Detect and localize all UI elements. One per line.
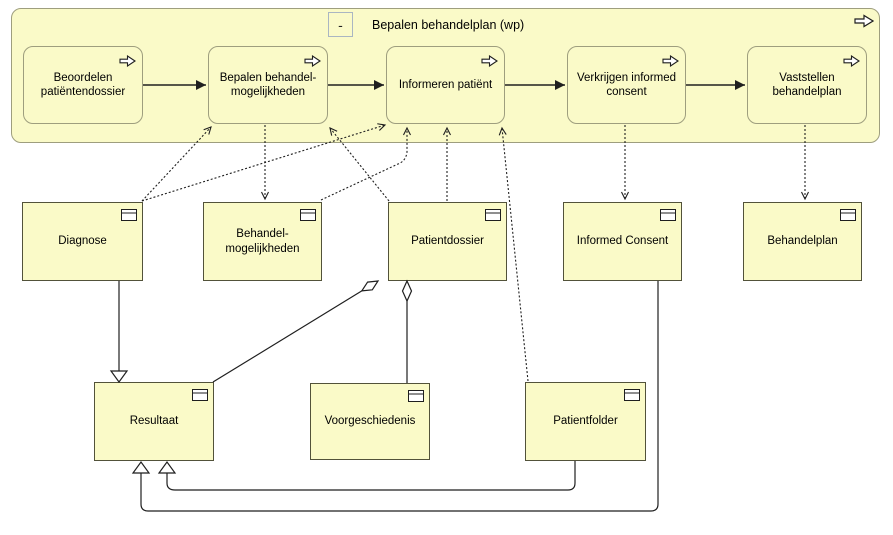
process-arrow-icon xyxy=(843,54,860,71)
object-voorgeschiedenis[interactable]: Voorgeschiedenis xyxy=(310,383,430,460)
process-arrow-icon xyxy=(119,54,136,71)
object-diagnose[interactable]: Diagnose xyxy=(22,202,143,281)
business-object-icon xyxy=(121,209,137,225)
object-label: Informed Consent xyxy=(576,235,669,248)
process-informeren-patient[interactable]: Informeren patiënt xyxy=(386,46,505,124)
business-object-icon xyxy=(192,389,208,405)
process-bepalen-behandelmogelijkheden[interactable]: Bepalen behandel-mogelijkheden xyxy=(208,46,328,124)
process-arrow-icon xyxy=(481,54,498,71)
process-arrow-icon xyxy=(854,14,875,33)
business-object-icon xyxy=(624,389,640,405)
object-label: Resultaat xyxy=(129,415,179,428)
process-label: Vaststellen behandelplan xyxy=(772,71,842,98)
object-label: Diagnose xyxy=(58,235,107,248)
object-patientdossier[interactable]: Patientdossier xyxy=(388,202,507,281)
object-label: Patientdossier xyxy=(411,235,484,248)
business-object-icon xyxy=(485,209,501,225)
object-label: Patientfolder xyxy=(553,415,618,428)
object-label: Behandelplan xyxy=(767,235,838,248)
process-label: Informeren patiënt xyxy=(398,78,493,91)
object-patientfolder[interactable]: Patientfolder xyxy=(525,382,646,461)
object-label: Voorgeschiedenis xyxy=(324,415,416,428)
business-object-icon xyxy=(300,209,316,225)
process-vaststellen-behandelplan[interactable]: Vaststellen behandelplan xyxy=(747,46,867,124)
process-beoordelen-patientendossier[interactable]: Beoordelen patiëntendossier xyxy=(23,46,143,124)
business-object-icon xyxy=(840,209,856,225)
process-label: Beoordelen patiëntendossier xyxy=(40,71,126,98)
group-title: Bepalen behandelplan (wp) xyxy=(372,18,525,32)
process-verkrijgen-informed-consent[interactable]: Verkrijgen informed consent xyxy=(567,46,686,124)
object-behandelmogelijkheden[interactable]: Behandel-mogelijkheden xyxy=(203,202,322,281)
object-behandelplan[interactable]: Behandelplan xyxy=(743,202,862,281)
object-resultaat[interactable]: Resultaat xyxy=(94,382,214,461)
object-informed-consent[interactable]: Informed Consent xyxy=(563,202,682,281)
process-label: Bepalen behandel-mogelijkheden xyxy=(219,71,317,98)
process-arrow-icon xyxy=(662,54,679,71)
process-arrow-icon xyxy=(304,54,321,71)
business-object-icon xyxy=(408,390,424,406)
object-label: Behandel-mogelijkheden xyxy=(225,228,300,255)
process-label: Verkrijgen informed consent xyxy=(576,71,677,98)
business-object-icon xyxy=(660,209,676,225)
collapse-button[interactable]: - xyxy=(328,12,353,37)
